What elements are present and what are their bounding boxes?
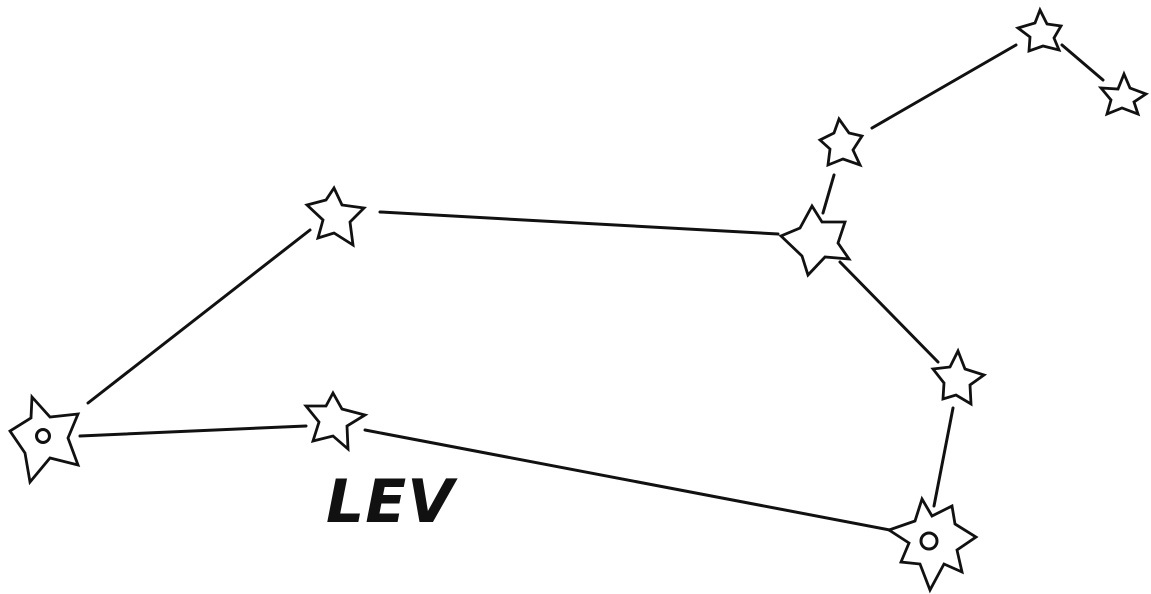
star-head — [817, 116, 865, 168]
line-1 — [86, 228, 312, 405]
line-6 — [870, 43, 1018, 130]
stars — [8, 6, 1150, 594]
star-back-upper — [304, 185, 367, 248]
star-tail — [8, 393, 81, 486]
line-9 — [932, 406, 955, 508]
star-body-center — [778, 203, 852, 278]
star-paw — [885, 495, 979, 594]
line-7 — [1060, 43, 1105, 82]
star-mane-tip — [1097, 70, 1150, 117]
constellation-name: LEV — [326, 467, 455, 537]
line-5 — [821, 173, 836, 215]
line-2 — [78, 424, 308, 438]
star-core — [35, 428, 51, 444]
star-mane-top — [1014, 6, 1064, 54]
line-4 — [363, 428, 892, 532]
star-core — [919, 531, 939, 551]
star-back-lower — [303, 390, 369, 453]
connection-lines — [78, 43, 1105, 532]
line-8 — [838, 260, 940, 364]
line-3 — [378, 210, 780, 236]
star-leg-upper — [930, 347, 988, 407]
